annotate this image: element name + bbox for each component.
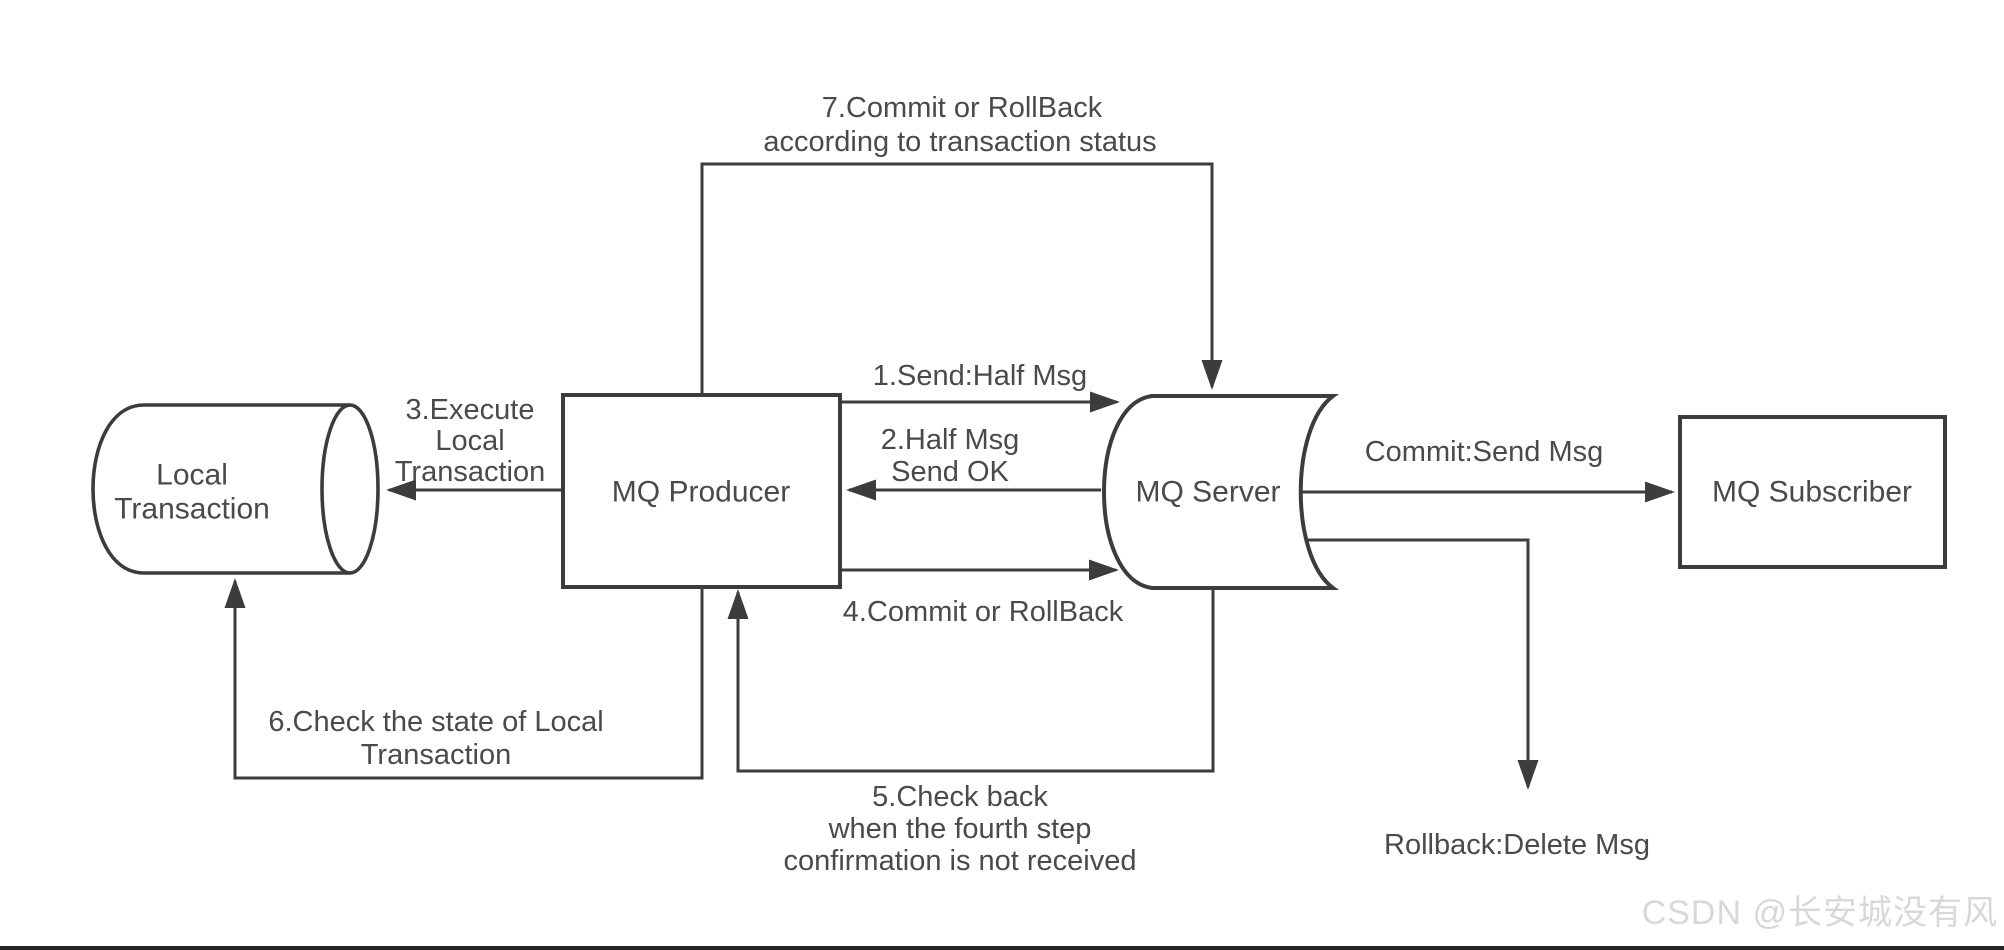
local-transaction-label-line1: Local [156, 459, 228, 492]
node-mq-subscriber: MQ Subscriber [1678, 415, 1947, 569]
label-check-back-line2: when the fourth step [828, 813, 1092, 845]
label-commit-send-msg: Commit:Send Msg [1365, 436, 1604, 468]
edge-check-back-arrow [727, 588, 1215, 773]
label-commit-rollback-according-line2: according to transaction status [763, 126, 1156, 158]
local-transaction-cylinder-body [91, 403, 350, 575]
mq-subscriber-box [1678, 415, 1947, 569]
node-local-transaction: Local Transaction [91, 403, 380, 575]
label-execute-local-tx-line3: Transaction [395, 456, 545, 488]
label-half-msg-send-ok-line1: 2.Half Msg [881, 424, 1020, 456]
edge-rollback-delete-msg-arrow [1299, 538, 1539, 790]
local-transaction-cylinder-cap [320, 403, 380, 575]
label-execute-local-tx-line1: 3.Execute [406, 394, 535, 426]
mq-producer-box [561, 393, 842, 589]
label-check-state-line2: Transaction [361, 739, 511, 771]
edge-commit-rollback-according-arrow [700, 162, 1223, 395]
label-send-half-msg: 1.Send:Half Msg [873, 360, 1087, 392]
label-check-back-line3: confirmation is not received [784, 845, 1137, 877]
label-check-state-line1: 6.Check the state of Local [268, 706, 603, 738]
label-commit-rollback-according-line1: 7.Commit or RollBack [822, 92, 1103, 124]
node-mq-server: MQ Server [1102, 394, 1340, 590]
edge-check-state-arrow [224, 578, 704, 780]
local-transaction-label-line2: Transaction [114, 493, 270, 526]
mq-server-shape [1102, 394, 1340, 590]
bottom-border-line [0, 946, 2004, 950]
mq-server-label: MQ Server [1135, 476, 1280, 509]
label-commit-or-rollback: 4.Commit or RollBack [843, 596, 1124, 628]
label-rollback-delete-msg: Rollback:Delete Msg [1384, 829, 1650, 861]
mq-subscriber-label: MQ Subscriber [1712, 476, 1912, 509]
label-check-back-line1: 5.Check back [872, 781, 1048, 813]
node-mq-producer: MQ Producer [561, 393, 842, 589]
mq-producer-label: MQ Producer [612, 476, 790, 509]
label-execute-local-tx-line2: Local [435, 425, 504, 457]
label-half-msg-send-ok-line2: Send OK [891, 456, 1009, 488]
csdn-watermark: CSDN @长安城没有风 [1642, 894, 1998, 932]
